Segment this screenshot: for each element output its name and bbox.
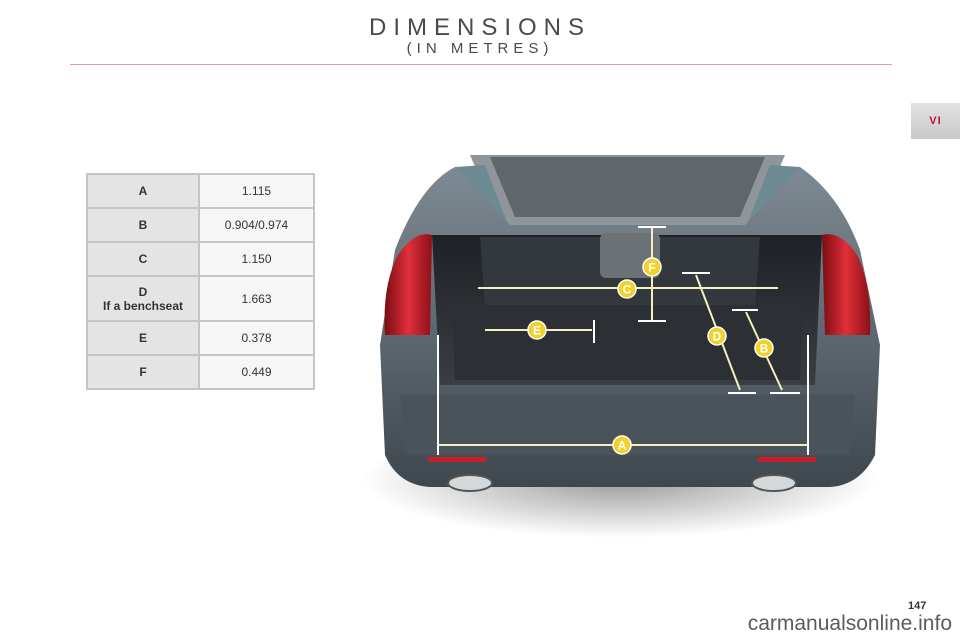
- exhaust-left: [447, 474, 493, 492]
- dimension-value: 0.904/0.974: [198, 207, 315, 243]
- dimension-value: 1.663: [198, 275, 315, 322]
- title-divider: [70, 64, 892, 65]
- rear-bumper: [400, 395, 855, 455]
- page-number: 147: [908, 600, 927, 612]
- marker-label: D: [713, 330, 722, 344]
- dimension-key: B: [86, 207, 200, 243]
- table-row: F 0.449: [86, 354, 315, 390]
- marker-d: D: [707, 326, 727, 346]
- dimension-key: C: [86, 241, 200, 277]
- marker-e: E: [527, 320, 547, 340]
- table-row: A 1.115: [86, 173, 315, 209]
- dimensions-table: A 1.115 B 0.904/0.974 C 1.150 D If a ben…: [86, 173, 315, 390]
- marker-a: A: [612, 435, 632, 455]
- marker-b: B: [754, 338, 774, 358]
- marker-label: C: [623, 283, 632, 297]
- table-row: D If a benchseat 1.663: [86, 275, 315, 322]
- dimension-value: 0.378: [198, 320, 315, 356]
- table-row: E 0.378: [86, 320, 315, 356]
- tail-light-right: [822, 234, 871, 335]
- marker-label: F: [648, 261, 655, 275]
- dimension-key: A: [86, 173, 200, 209]
- dimension-key: D: [138, 284, 148, 299]
- chapter-tab: VI: [911, 103, 960, 139]
- marker-label: A: [618, 439, 627, 453]
- boot-floor: [452, 305, 802, 380]
- dimension-key-cell: D If a benchseat: [86, 275, 200, 322]
- dimension-key-note: If a benchseat: [102, 298, 184, 313]
- marker-c: C: [617, 279, 637, 299]
- dimension-key: E: [86, 320, 200, 356]
- tailgate-inner: [490, 157, 765, 217]
- marker-f: F: [642, 257, 662, 277]
- table-row: B 0.904/0.974: [86, 207, 315, 243]
- exhaust-right: [751, 474, 797, 492]
- table-row: C 1.150: [86, 241, 315, 277]
- marker-label: B: [760, 342, 769, 356]
- dimension-key: F: [86, 354, 200, 390]
- page-subtitle: (IN METRES): [406, 40, 554, 57]
- marker-label: E: [533, 324, 541, 338]
- dimension-value: 0.449: [198, 354, 315, 390]
- page-title: DIMENSIONS: [368, 14, 591, 41]
- reflector-right: [758, 457, 816, 462]
- car-boot-diagram: A B C D E F: [362, 155, 880, 538]
- watermark: carmanualsonline.info: [747, 612, 952, 635]
- dimension-value: 1.115: [198, 173, 315, 209]
- tail-light-left: [384, 234, 432, 335]
- dimension-value: 1.150: [198, 241, 315, 277]
- reflector-left: [428, 457, 486, 462]
